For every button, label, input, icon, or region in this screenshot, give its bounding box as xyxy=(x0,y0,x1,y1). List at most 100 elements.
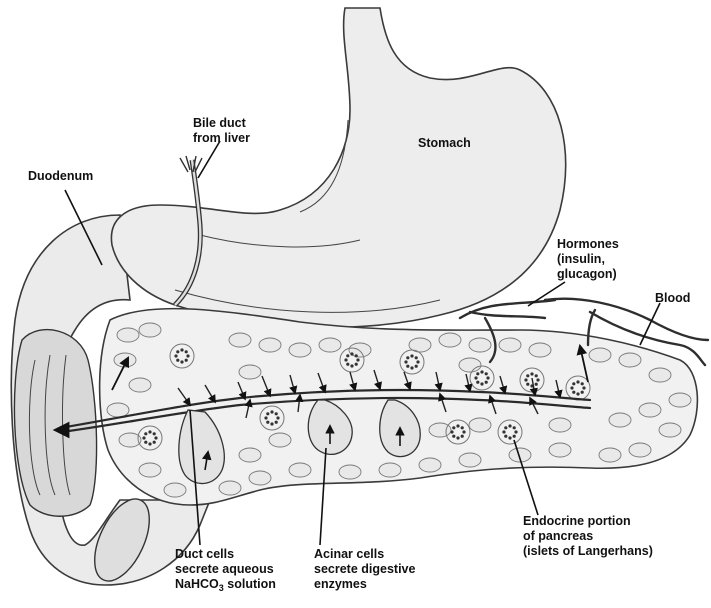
islet-cell xyxy=(452,426,455,429)
islet-cell xyxy=(355,354,358,357)
lobule xyxy=(117,328,139,342)
islet-cell xyxy=(480,370,483,373)
islet-cell xyxy=(270,422,273,425)
islet-cell xyxy=(185,359,188,362)
islet-cell xyxy=(456,424,459,427)
islet-cell xyxy=(350,352,353,355)
islet-cell xyxy=(476,372,479,375)
islet-cell xyxy=(524,378,527,381)
islet-cell xyxy=(530,372,533,375)
islet-cell xyxy=(526,374,529,377)
islet-cell xyxy=(476,381,479,384)
lobule xyxy=(419,458,441,472)
islet-cell xyxy=(406,365,409,368)
islet-cell xyxy=(154,436,157,439)
islet-cell xyxy=(144,432,147,435)
islet-cell xyxy=(186,354,189,357)
islet-cell xyxy=(142,436,145,439)
islet-cell xyxy=(474,376,477,379)
lobule xyxy=(549,443,571,457)
lobule xyxy=(219,481,241,495)
islet-cell xyxy=(581,391,584,394)
label-bile-duct-line2: from liver xyxy=(193,131,250,145)
lobule xyxy=(164,483,186,497)
islet-cell xyxy=(275,421,278,424)
islet-cell xyxy=(266,421,269,424)
islet-cell xyxy=(344,358,347,361)
lobule xyxy=(619,353,641,367)
lobule xyxy=(139,323,161,337)
label-blood: Blood xyxy=(655,291,690,305)
lobule xyxy=(459,358,481,372)
islet-cell xyxy=(582,386,585,389)
islet-cell xyxy=(576,392,579,395)
islet-cell xyxy=(486,376,489,379)
lobule xyxy=(599,448,621,462)
lobule xyxy=(239,365,261,379)
lobule xyxy=(319,338,341,352)
lobule xyxy=(439,333,461,347)
lobule xyxy=(529,343,551,357)
islet-cell xyxy=(452,435,455,438)
islet-cell xyxy=(576,380,579,383)
label-duct-cells-formula: NaHCO xyxy=(175,577,219,591)
lobule xyxy=(629,443,651,457)
islet-cell xyxy=(570,386,573,389)
lobule xyxy=(499,338,521,352)
islet-cell xyxy=(461,435,464,438)
lobule xyxy=(549,418,571,432)
islet-cell xyxy=(572,382,575,385)
label-hormones-line1: Hormones xyxy=(557,237,619,251)
lobule xyxy=(269,433,291,447)
lobule xyxy=(229,333,251,347)
lobule xyxy=(649,368,671,382)
lobule xyxy=(289,343,311,357)
islet-cell xyxy=(264,416,267,419)
islet-cell xyxy=(513,435,516,438)
lobule xyxy=(459,453,481,467)
islet-cell xyxy=(456,436,459,439)
islet-cell xyxy=(346,354,349,357)
lobule xyxy=(129,378,151,392)
lobule xyxy=(469,418,491,432)
lobule xyxy=(589,348,611,362)
islet-cell xyxy=(144,441,147,444)
label-acinar-line1: Acinar cells xyxy=(314,547,384,561)
islet-cell xyxy=(462,430,465,433)
lobule xyxy=(259,338,281,352)
islet-cell xyxy=(480,382,483,385)
islet-cell xyxy=(416,360,419,363)
label-endocrine-line1: Endocrine portion xyxy=(523,514,631,528)
islet-cell xyxy=(485,381,488,384)
islet-cell xyxy=(356,358,359,361)
islet-cell xyxy=(185,350,188,353)
islet-cell xyxy=(346,363,349,366)
islet-cell xyxy=(526,383,529,386)
label-endocrine-line3: (islets of Langerhans) xyxy=(523,544,653,558)
label-duct-cells-line3: NaHCO3 solution xyxy=(175,577,276,593)
lobule xyxy=(249,471,271,485)
label-hormones-line2: (insulin, xyxy=(557,252,605,266)
islet-cell xyxy=(415,356,418,359)
lobule xyxy=(659,423,681,437)
label-duct-cells-solution: solution xyxy=(224,577,276,591)
islet-cell xyxy=(270,410,273,413)
label-duct-cells-line2: secrete aqueous xyxy=(175,562,274,576)
lobule xyxy=(339,465,361,479)
label-bile-duct-line1: Bile duct xyxy=(193,116,247,130)
lobule xyxy=(639,403,661,417)
islet-cell xyxy=(415,365,418,368)
islet-cell xyxy=(508,436,511,439)
islet-cell xyxy=(355,363,358,366)
label-duct-cells-line1: Duct cells xyxy=(175,547,234,561)
lobule xyxy=(379,463,401,477)
islet-cell xyxy=(581,382,584,385)
islet-cell xyxy=(535,383,538,386)
islet-cell xyxy=(450,430,453,433)
islet-cell xyxy=(174,354,177,357)
lobule xyxy=(609,413,631,427)
islet-cell xyxy=(276,416,279,419)
islet-cell xyxy=(513,426,516,429)
